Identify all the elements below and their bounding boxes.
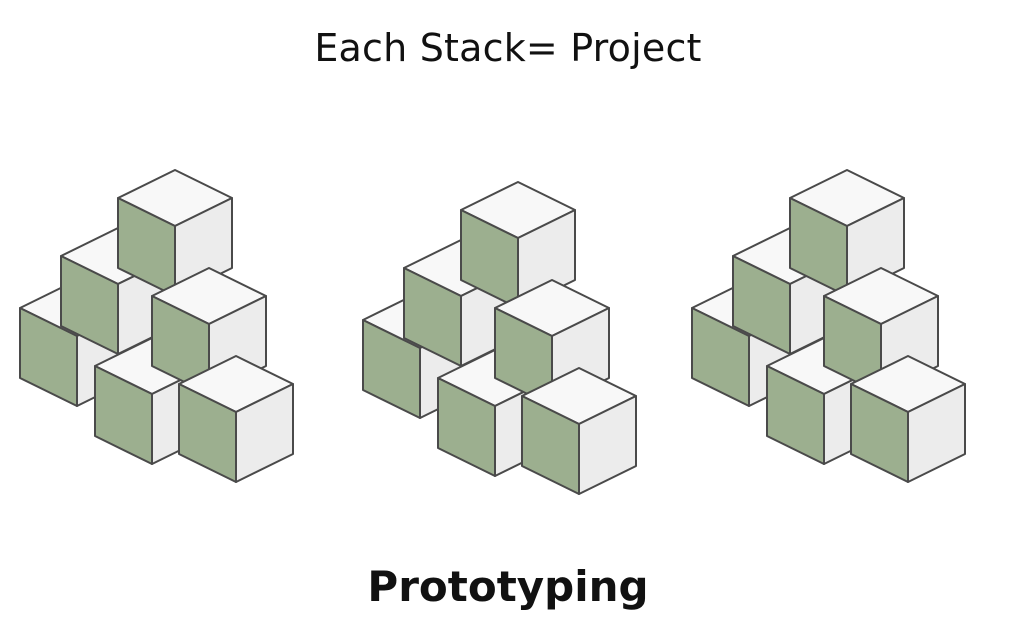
- stack-3: [691, 169, 966, 483]
- page-heading: Each Stack= Project: [314, 26, 702, 70]
- stack-1: [19, 169, 294, 483]
- cube-white-face: [578, 395, 637, 495]
- stack-2: [362, 181, 637, 495]
- cube-6: [521, 367, 637, 495]
- cube-white-face: [235, 383, 294, 483]
- page-caption: Prototyping: [367, 562, 649, 611]
- cube-5: [151, 267, 267, 395]
- cube-6: [850, 355, 966, 483]
- cube-white-face: [907, 383, 966, 483]
- cube-4: [117, 169, 233, 297]
- cube-6: [178, 355, 294, 483]
